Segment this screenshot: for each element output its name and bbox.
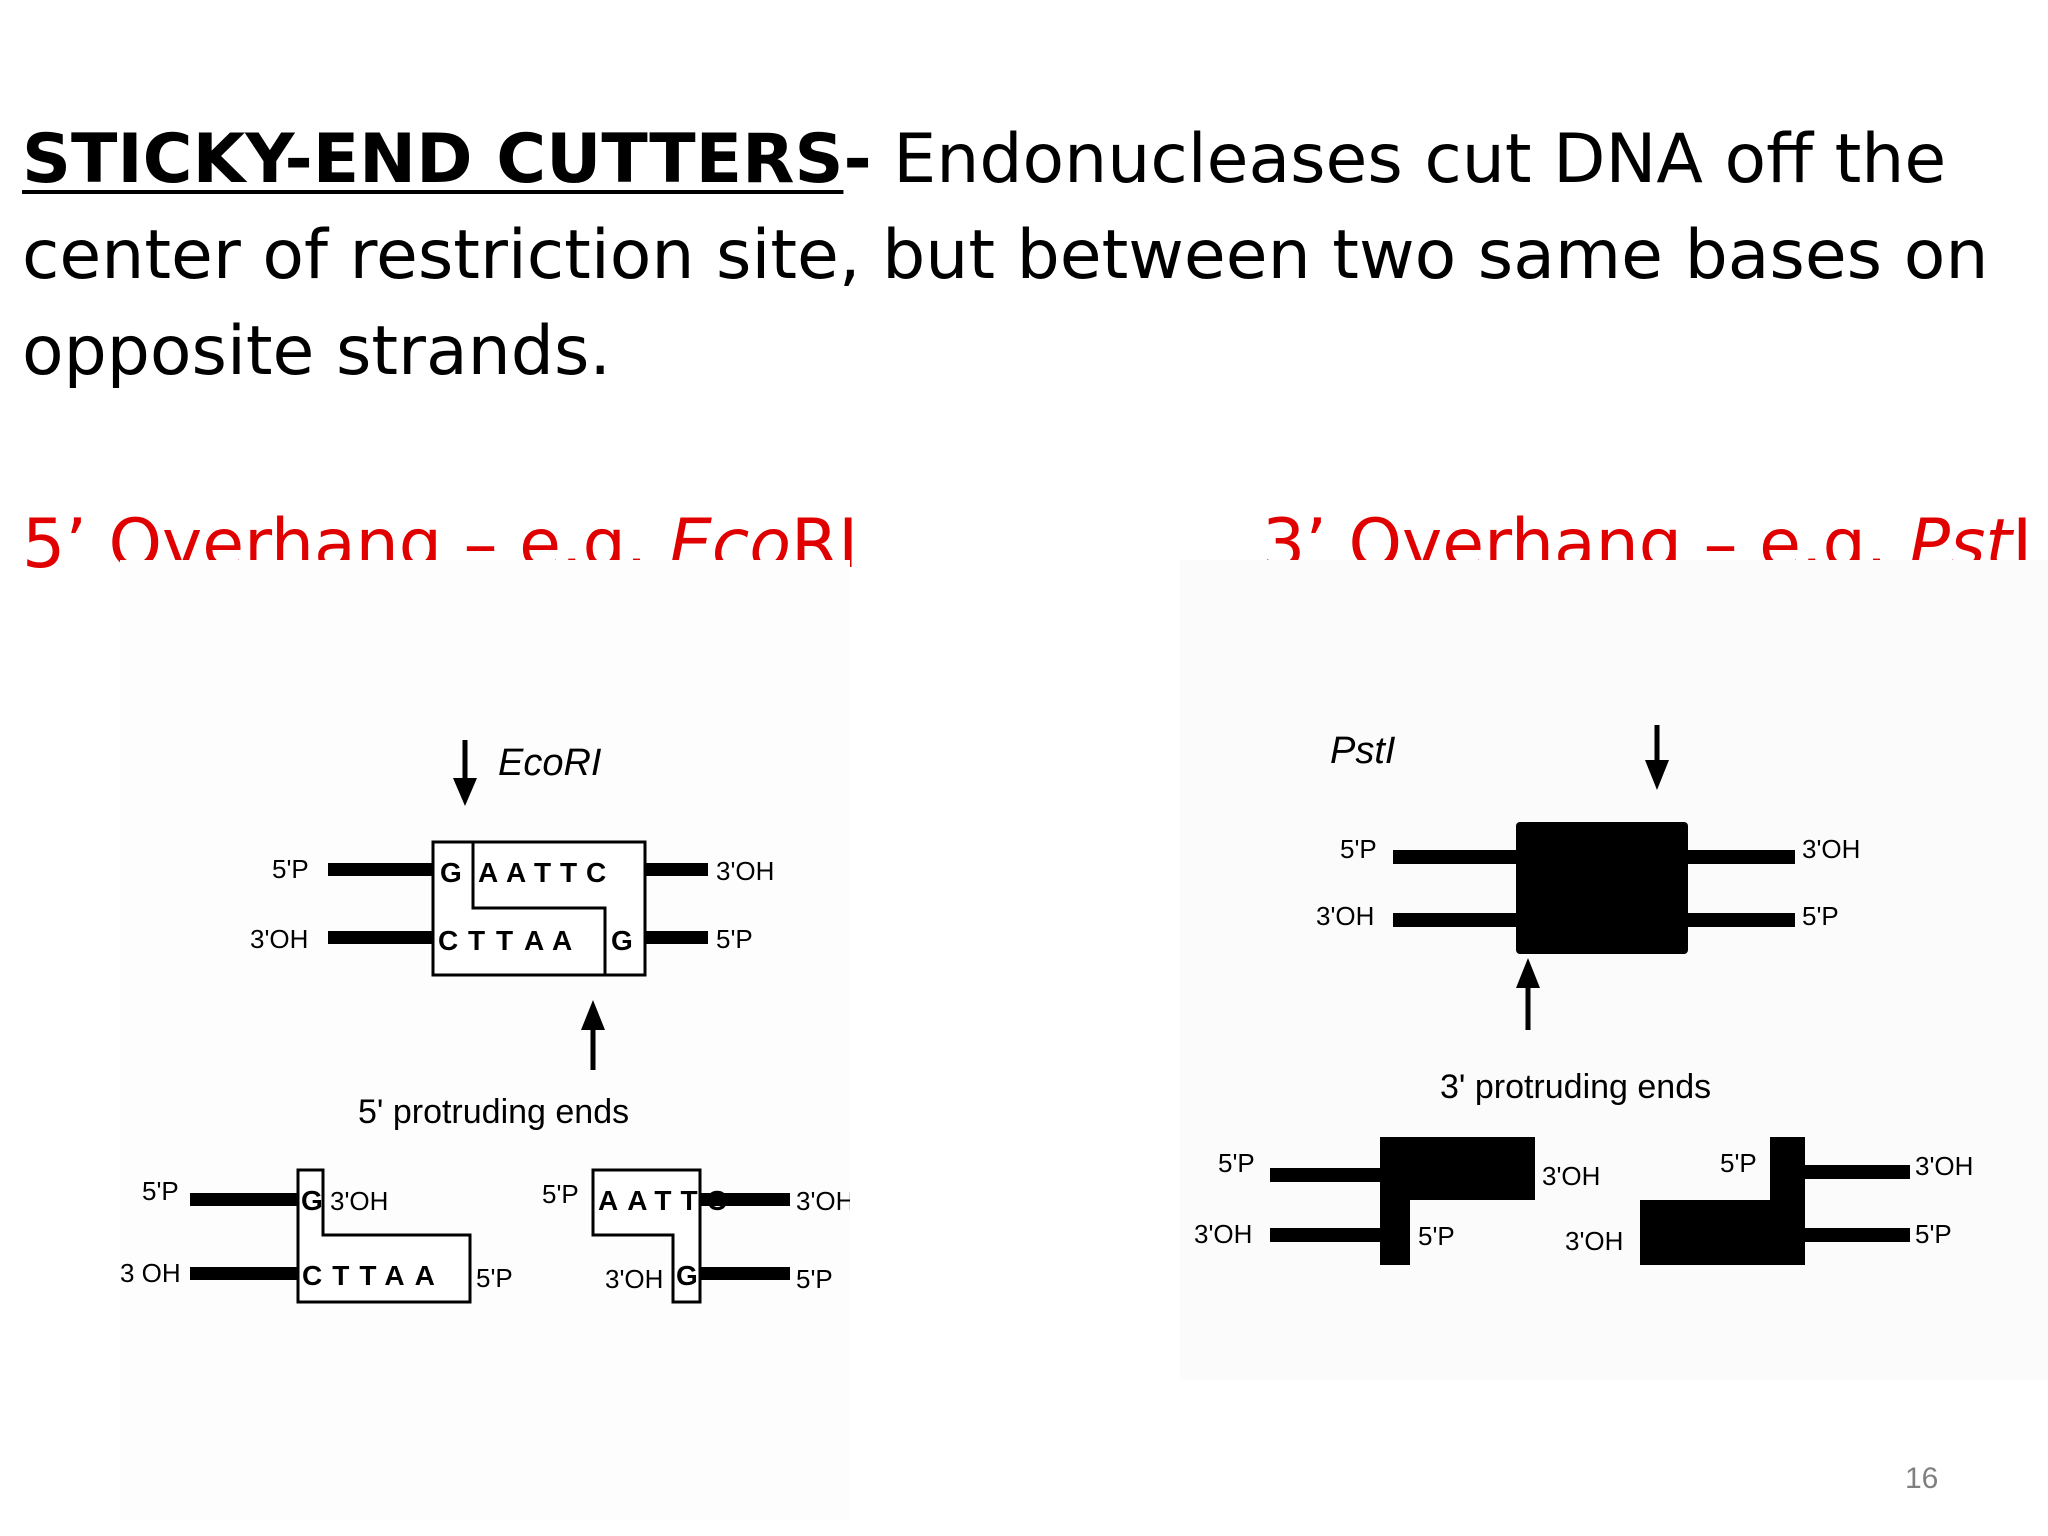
end-label: 3'OH (796, 1186, 850, 1216)
end-label: 3'OH (330, 1186, 388, 1216)
ecori-bottom-left-end: 3'OH (250, 924, 308, 954)
ecori-top-right-end: 3'OH (716, 856, 774, 886)
slide-term: STICKY-END CUTTERS (22, 120, 844, 199)
end-label: 3'OH (1915, 1151, 1973, 1181)
ecori-top-left-end: 5'P (272, 854, 309, 884)
term-suffix: - (843, 120, 872, 199)
psti-protruding-label: 3' protruding ends (1440, 1068, 1711, 1106)
end-label: 3'OH (1565, 1226, 1623, 1256)
end-label: 5'P (1218, 1148, 1255, 1178)
base: G (440, 857, 462, 888)
product-block (1380, 1137, 1535, 1265)
psti-bottom-right-end: 5'P (1802, 901, 1839, 931)
end-label: 5'P (796, 1264, 833, 1294)
psti-enzyme-label: PstI (1330, 730, 1396, 772)
end-label: 5'P (542, 1179, 579, 1209)
psti-bottom-left-strand (1393, 913, 1523, 927)
end-label: 3'OH (1542, 1161, 1600, 1191)
end-label: 5'P (1915, 1219, 1952, 1249)
psti-bottom-right-strand (1680, 913, 1795, 927)
ecori-diagram: EcoRI G A A T T C C T T A A G 5'P 3'OH 3… (120, 740, 854, 1304)
bottom-seq: CTTAA (302, 1260, 445, 1291)
psti-bottom-left-end: 3'OH (1316, 901, 1374, 931)
ecori-top-sequence: G A A T T C (440, 857, 606, 888)
product-box (296, 1168, 472, 1304)
base: T (468, 925, 485, 956)
base: T (560, 857, 577, 888)
ecori-cut-line (471, 842, 607, 975)
end-label: 3'OH (1194, 1219, 1252, 1249)
psti-recognition-site (1516, 822, 1688, 954)
psti-product-right: 5'P 3'OH 3'OH 5'P (1565, 1137, 1973, 1265)
psti-figure: PstI 5'P 3'OH 3'OH 5'P 3' protruding end… (1180, 560, 2048, 1380)
strand (680, 1193, 790, 1206)
strand (1795, 1228, 1910, 1242)
end-label: 3'OH (605, 1264, 663, 1294)
ecori-bottom-sequence: C T T A A G (438, 925, 633, 956)
slide-body-text: Endonucleases cut DNA off the center of … (22, 120, 1989, 391)
page-number: 16 (1905, 1462, 1939, 1495)
psti-top-left-end: 5'P (1340, 834, 1377, 864)
strand (190, 1267, 310, 1280)
end-label: 3 OH (120, 1258, 181, 1288)
psti-top-right-end: 3'OH (1802, 834, 1860, 864)
base: T (534, 857, 551, 888)
base: A (552, 925, 572, 956)
strand (1270, 1228, 1390, 1242)
top-seq: AATTC (598, 1185, 736, 1216)
psti-cut-arrow-top (1645, 725, 1669, 790)
base: C (438, 925, 458, 956)
base: A (524, 925, 544, 956)
end-label: 5'P (142, 1176, 179, 1206)
ecori-figure: EcoRI G A A T T C C T T A A G 5'P 3'OH 3… (120, 560, 854, 1520)
ecori-product-left: G CTTAA 5'P 3'OH 3 OH 5'P (120, 1168, 513, 1304)
base: G (611, 925, 633, 956)
psti-top-right-strand (1680, 850, 1795, 864)
ecori-bottom-left-strand (328, 931, 454, 944)
psti-cut-arrow-bottom (1516, 958, 1540, 1030)
base: T (496, 925, 513, 956)
psti-top-left-strand (1393, 850, 1523, 864)
ecori-enzyme-label: EcoRI (498, 742, 602, 784)
ecori-protruding-label: 5' protruding ends (358, 1093, 629, 1131)
psti-product-left: 5'P 3'OH 3'OH 5'P (1194, 1137, 1600, 1265)
strand (190, 1193, 310, 1206)
product-box (591, 1168, 702, 1304)
strand (1270, 1168, 1390, 1182)
ecori-bottom-right-end: 5'P (716, 924, 753, 954)
slide-paragraph: STICKY-END CUTTERS- Endonucleases cut DN… (22, 112, 2022, 400)
strand (680, 1267, 790, 1280)
end-label: 5'P (476, 1263, 513, 1293)
base: A (506, 857, 526, 888)
ecori-cut-arrow-top (453, 740, 477, 806)
base: A (478, 857, 498, 888)
psti-diagram: PstI 5'P 3'OH 3'OH 5'P 3' protruding end… (1194, 725, 1973, 1265)
ecori-top-left-strand (328, 863, 454, 876)
strand (1795, 1165, 1910, 1179)
ecori-cut-arrow-bottom (581, 1000, 605, 1070)
product-block (1640, 1137, 1805, 1265)
top-seq: G (301, 1185, 323, 1216)
end-label: 5'P (1418, 1221, 1455, 1251)
base: C (586, 857, 606, 888)
end-label: 5'P (1720, 1148, 1757, 1178)
ecori-product-right: AATTC G 5'P 3'OH 3'OH 5'P (542, 1168, 854, 1304)
bottom-seq: G (676, 1260, 698, 1291)
